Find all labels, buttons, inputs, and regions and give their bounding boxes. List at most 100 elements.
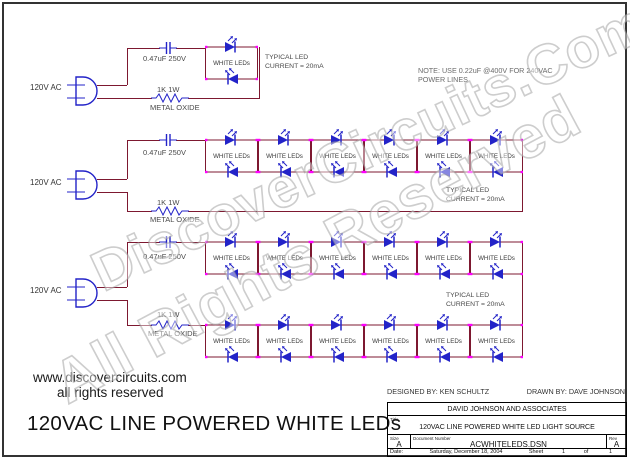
wire — [97, 98, 152, 99]
svg-text:WHITE LEDs: WHITE LEDs — [425, 338, 462, 345]
svg-text:WHITE LEDs: WHITE LEDs — [425, 153, 462, 160]
capacitor-icon — [159, 236, 177, 248]
sheet-label: Sheet — [528, 449, 544, 455]
svg-text:WHITE LEDs: WHITE LEDs — [478, 255, 515, 262]
typical-current-note: TYPICAL LED CURRENT = 20mA — [446, 187, 505, 203]
wire — [176, 140, 205, 141]
drawn-by: DRAWN BY: DAVE JOHNSON — [526, 387, 625, 396]
svg-text:WHITE LEDs: WHITE LEDs — [425, 255, 462, 262]
resistor-type-label: METAL OXIDE — [150, 215, 200, 224]
ac-plug-icon — [67, 170, 98, 200]
rights-text: all rights reserved — [57, 385, 164, 400]
led-block: WHITE LEDs — [258, 129, 311, 178]
svg-text:WHITE LEDs: WHITE LEDs — [213, 153, 250, 160]
wire — [522, 242, 523, 357]
svg-text:WHITE LEDs: WHITE LEDs — [319, 153, 356, 160]
capacitor-icon — [159, 134, 177, 146]
title-block: DAVID JOHNSON AND ASSOCIATES Title 120VA… — [387, 402, 627, 457]
wire — [127, 325, 152, 326]
led-block: WHITE LEDs — [258, 231, 311, 280]
wire — [97, 192, 127, 193]
capacitor-icon — [159, 42, 177, 54]
led-block: WHITE LEDs — [417, 129, 470, 178]
svg-text:WHITE LEDs: WHITE LEDs — [319, 255, 356, 262]
typical-current-note: TYPICAL LED CURRENT = 20mA — [446, 292, 505, 308]
resistor-icon — [151, 319, 189, 331]
doc-number-value: ACWHITELEDS.DSN — [470, 440, 547, 449]
sheet-number: 1 — [561, 449, 566, 455]
wire — [127, 48, 128, 85]
size-value: A — [396, 440, 402, 449]
wire — [127, 211, 152, 212]
source-label: 120V AC — [30, 286, 62, 295]
wire — [522, 140, 523, 212]
capacitor-label: 0.47uF 250V — [143, 148, 186, 157]
resistor-value-label: 1K 1W — [157, 198, 180, 207]
typical-current-note: TYPICAL LED CURRENT = 20mA — [265, 54, 324, 70]
resistor-icon — [151, 92, 189, 104]
svg-text:WHITE LEDs: WHITE LEDs — [478, 153, 515, 160]
wire — [259, 47, 260, 98]
doc-number-label: Document Number — [413, 436, 451, 441]
wire — [127, 242, 160, 243]
company-name: DAVID JOHNSON AND ASSOCIATES — [388, 403, 626, 416]
title-label: Title — [390, 417, 399, 422]
ac-plug-icon — [67, 278, 98, 308]
capacitor-note: NOTE: USE 0.22uF @400V FOR 240VAC POWER … — [418, 66, 553, 84]
drawing-title: 120VAC LINE POWERED WHITE LEDs — [27, 412, 402, 435]
capacitor-label: 0.47uF 250V — [143, 54, 186, 63]
date-value: Saturday, December 18, 2004 — [429, 449, 503, 455]
led-block: WHITE LEDs — [364, 314, 417, 363]
led-block: WHITE LEDs — [205, 36, 258, 85]
wire — [176, 48, 205, 49]
led-block: WHITE LEDs — [258, 314, 311, 363]
wire — [127, 48, 160, 49]
led-row-circuit2: WHITE LEDs WHITE LEDs WHITE LEDs WHITE LEDs… — [205, 128, 523, 184]
led-block: WHITE LEDs — [417, 231, 470, 280]
wire — [127, 242, 128, 287]
led-block: WHITE LEDs — [311, 129, 364, 178]
wire — [188, 325, 205, 326]
document-title: 120VAC LINE POWERED WHITE LED LIGHT SOUR… — [419, 424, 595, 431]
wire — [127, 192, 128, 212]
wire — [127, 140, 128, 179]
ac-plug-icon — [67, 76, 98, 106]
drawing-frame — [2, 2, 627, 457]
svg-text:WHITE LEDs: WHITE LEDs — [372, 153, 409, 160]
sheet-total: 1 — [608, 449, 613, 455]
website-url: www.discovercircuits.com — [33, 370, 187, 385]
resistor-icon — [151, 205, 189, 217]
svg-text:WHITE LEDs: WHITE LEDs — [478, 338, 515, 345]
resistor-value-label: 1K 1W — [157, 85, 180, 94]
led-block: WHITE LEDs — [470, 129, 523, 178]
led-row-circuit3-top: WHITE LEDs WHITE LEDs WHITE LEDs WHITE LEDs… — [205, 230, 523, 286]
svg-text:WHITE LEDs: WHITE LEDs — [319, 338, 356, 345]
source-label: 120V AC — [30, 178, 62, 187]
led-block: WHITE LEDs — [470, 314, 523, 363]
resistor-value-label: 1K 1W — [157, 310, 180, 319]
wire — [188, 98, 260, 99]
capacitor-label: 0.47uF 250V — [143, 252, 186, 261]
designed-by: DESIGNED BY: KEN SCHULTZ — [387, 387, 490, 396]
svg-text:WHITE LEDs: WHITE LEDs — [266, 255, 303, 262]
led-block: WHITE LEDs — [470, 231, 523, 280]
resistor-type-label: METAL OXIDE — [150, 103, 200, 112]
wire — [127, 140, 160, 141]
led-block: WHITE LEDs — [311, 314, 364, 363]
wire — [97, 287, 127, 288]
wire — [176, 242, 205, 243]
led-block: WHITE LEDs — [205, 129, 258, 178]
led-block: WHITE LEDs — [205, 231, 258, 280]
sheet-of-label: of — [583, 449, 589, 455]
svg-text:WHITE LEDs: WHITE LEDs — [266, 153, 303, 160]
wire — [127, 300, 128, 325]
resistor-type-label: METAL OXIDE — [148, 329, 198, 338]
rev-value: A — [613, 440, 620, 449]
wire — [97, 179, 127, 180]
svg-text:WHITE LEDs: WHITE LEDs — [372, 255, 409, 262]
svg-text:WHITE LEDs: WHITE LEDs — [213, 255, 250, 262]
source-label: 120V AC — [30, 83, 62, 92]
wire — [188, 211, 522, 212]
wire — [97, 300, 127, 301]
